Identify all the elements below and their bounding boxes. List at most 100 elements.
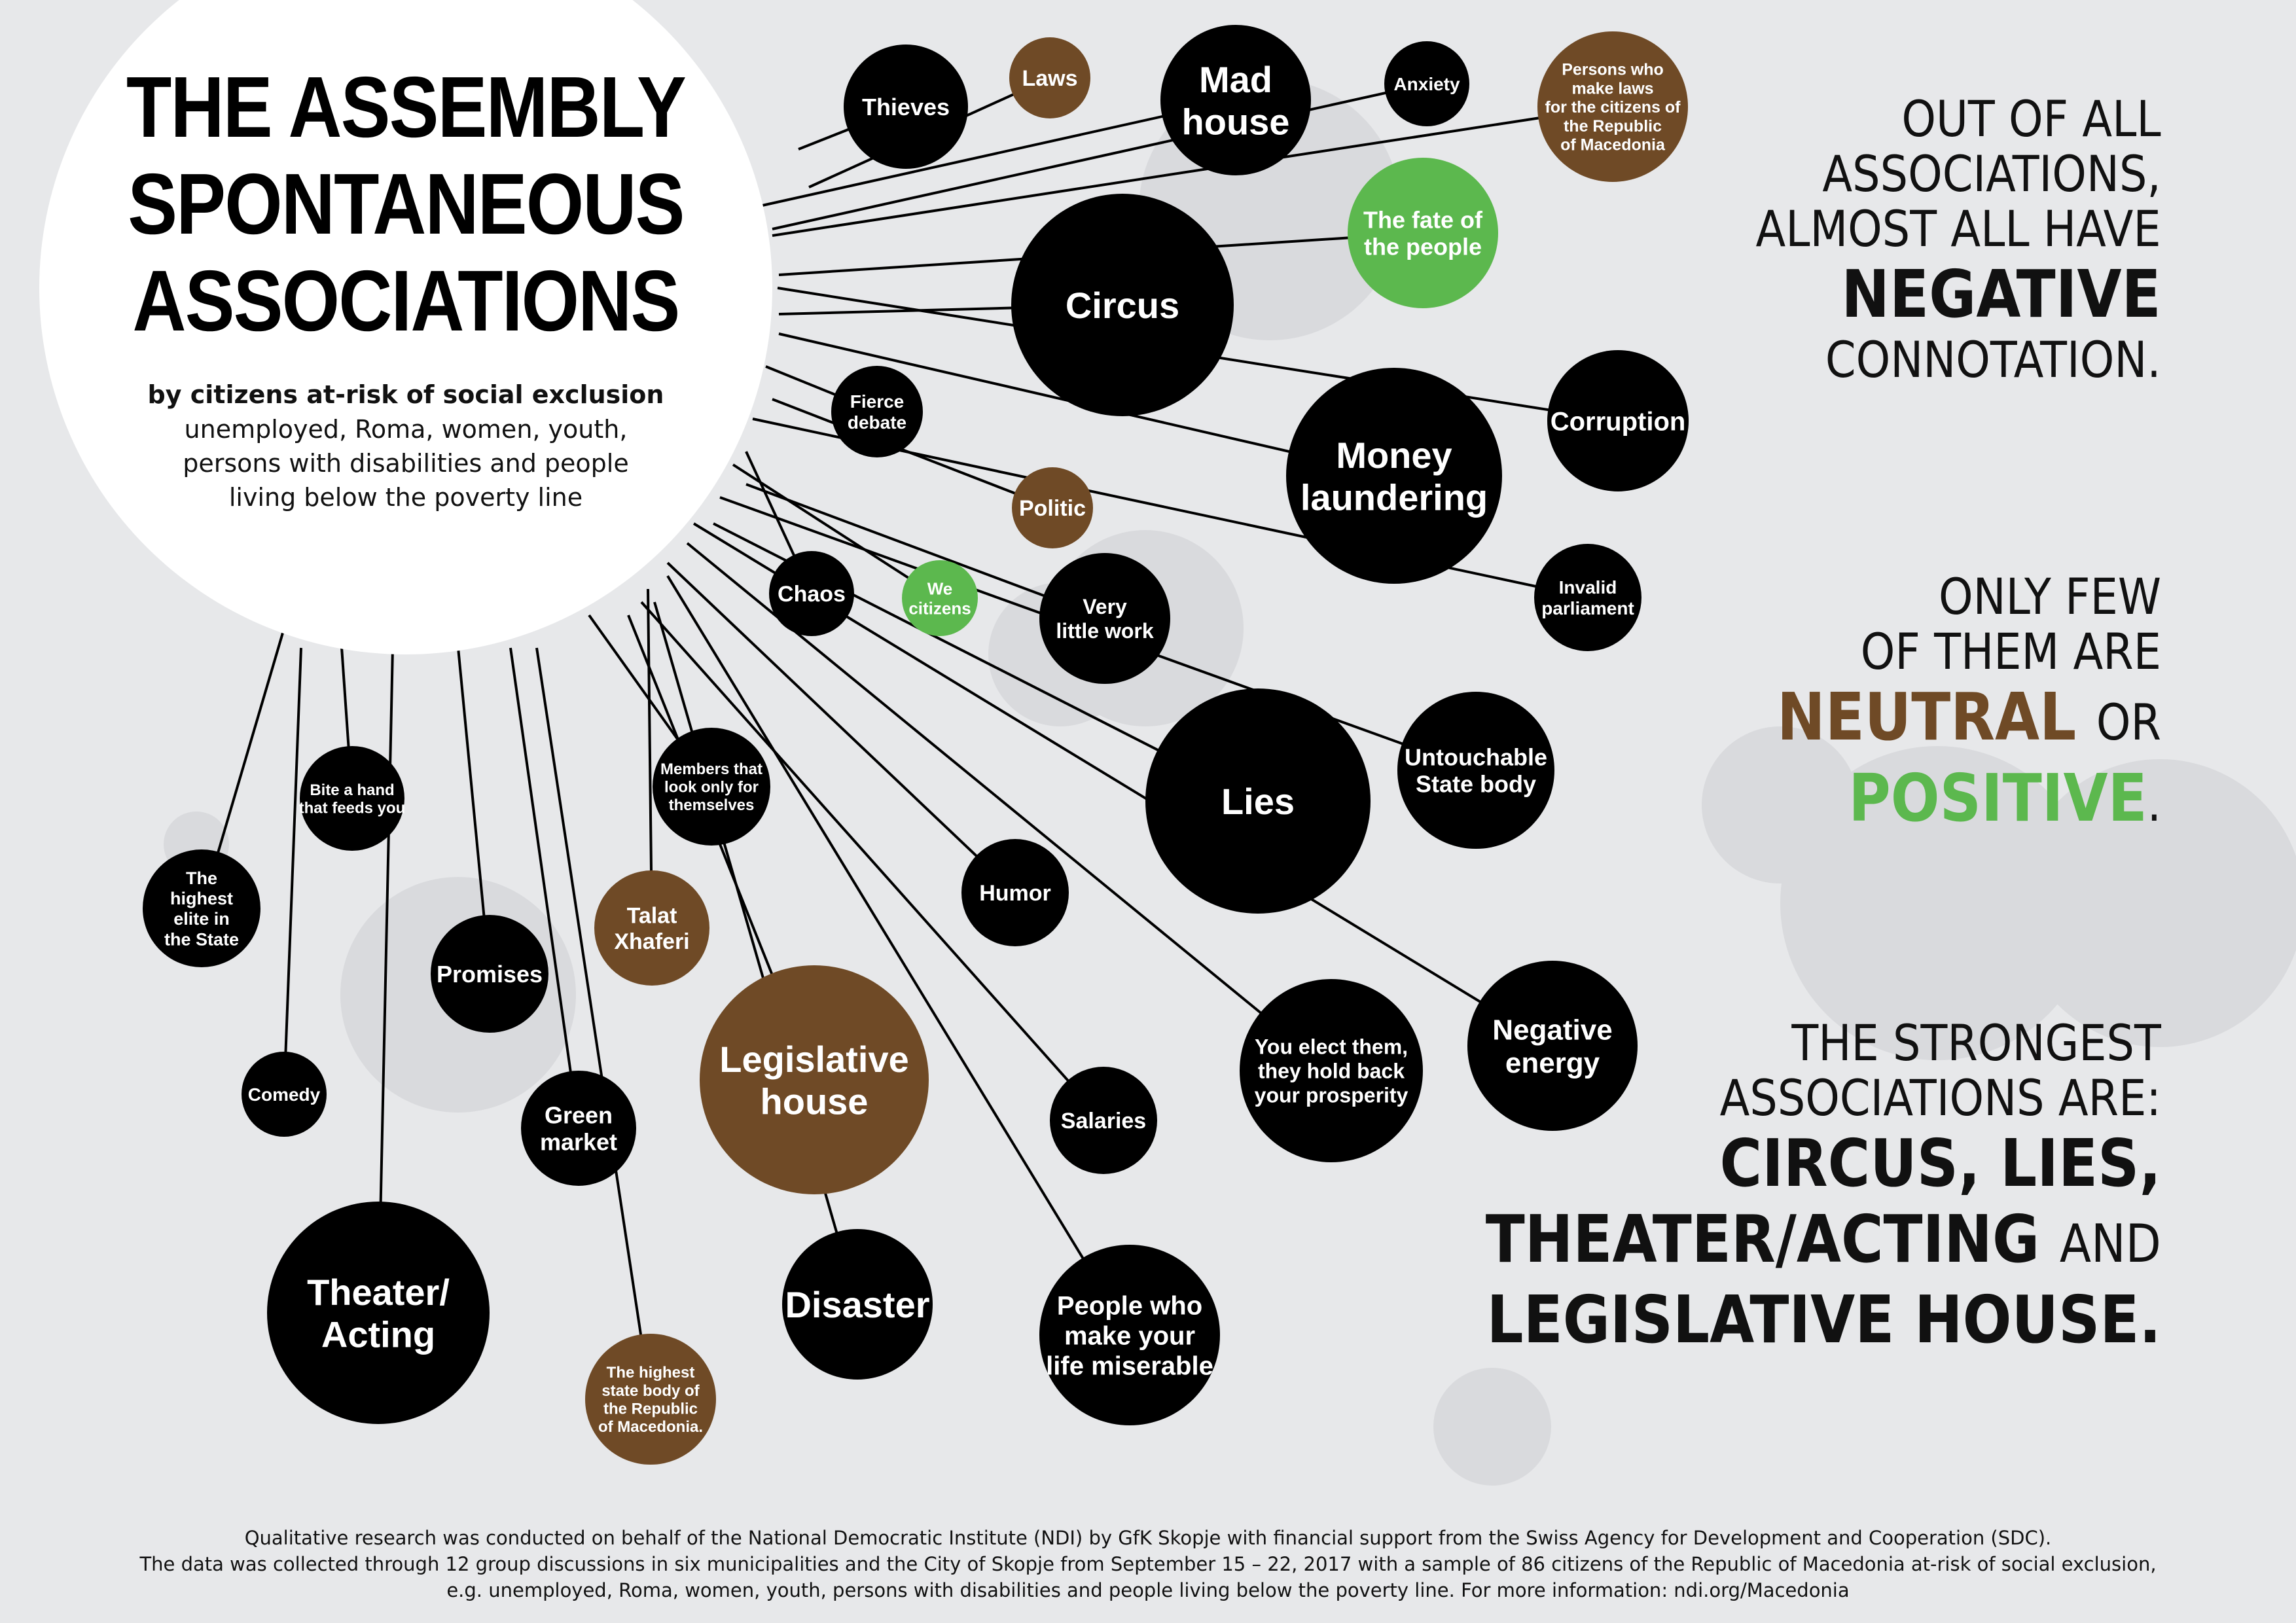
association-label-line: debate <box>848 412 906 433</box>
association-bubble: Comedy <box>242 1052 327 1137</box>
association-bubble: Chaos <box>769 551 854 636</box>
association-label-line: of Macedonia. <box>598 1418 703 1436</box>
association-label-line: We <box>927 579 953 598</box>
title-line: THE ASSEMBLY <box>126 59 687 155</box>
subtitle-line: persons with disabilities and people <box>183 449 629 478</box>
summary-line: OF THEM ARE <box>1860 622 2161 681</box>
association-label-line: The fate of <box>1363 206 1483 233</box>
association-circle <box>1145 688 1371 914</box>
or-word: OR <box>2096 693 2161 751</box>
association-label: Disaster <box>785 1284 929 1325</box>
association-label-line: life miserable <box>1046 1351 1213 1380</box>
association-label-line: Lies <box>1221 781 1295 822</box>
association-label-line: the people <box>1364 234 1482 260</box>
association-bubble: Anxiety <box>1384 41 1469 126</box>
association-label-line: Negative <box>1492 1014 1612 1046</box>
and-word: AND <box>2059 1213 2161 1274</box>
association-circle <box>585 1334 716 1465</box>
association-bubble: Lies <box>1145 688 1371 914</box>
association-label-line: energy <box>1505 1047 1600 1079</box>
association-circle <box>902 560 978 636</box>
association-label-line: Anxiety <box>1393 74 1460 94</box>
association-label-line: Members that <box>660 760 762 778</box>
footer-line: e.g. unemployed, Roma, women, youth, per… <box>446 1579 1850 1601</box>
decor-circle <box>1780 746 2094 1060</box>
neutral-highlight: NEUTRAL <box>1777 679 2077 755</box>
association-label-line: house <box>1182 101 1290 142</box>
association-label: Politic <box>1019 496 1086 521</box>
association-label-line: elite in <box>173 909 230 929</box>
association-label-line: market <box>540 1129 617 1156</box>
positive-line: POSITIVE. <box>1777 760 2161 842</box>
summary-neutral-positive: ONLY FEW OF THEM ARE NEUTRAL OR POSITIVE… <box>1725 569 2161 842</box>
association-circle <box>521 1071 636 1186</box>
association-label-line: highest <box>170 889 233 908</box>
association-label-line: People who <box>1057 1291 1202 1320</box>
association-label-line: make your <box>1064 1321 1195 1350</box>
association-circle <box>653 728 770 846</box>
association-label-line: little work <box>1056 619 1154 643</box>
association-circle <box>961 839 1069 946</box>
connector-line <box>772 82 1427 230</box>
page-title: THE ASSEMBLY SPONTANEOUS ASSOCIATIONS <box>57 59 755 349</box>
association-label-line: Green <box>545 1101 613 1128</box>
association-label-line: Thieves <box>862 94 950 120</box>
association-label-line: they hold back <box>1258 1060 1405 1083</box>
footer-note: Qualitative research was conducted on be… <box>0 1525 2296 1603</box>
association-circle <box>831 366 923 457</box>
association-circle <box>1039 1245 1220 1425</box>
association-label-line: that feeds you <box>299 799 406 817</box>
title-line: SPONTANEOUS <box>128 156 685 252</box>
association-label-line: your prosperity <box>1255 1083 1408 1107</box>
association-bubble: Laws <box>1009 37 1090 118</box>
association-label: Theater/Acting <box>307 1272 450 1355</box>
association-label-line: Politic <box>1019 496 1086 521</box>
association-label-line: Humor <box>979 881 1051 906</box>
decor-circle <box>2016 759 2296 1047</box>
summary-line: OUT OF ALL <box>1901 90 2161 148</box>
association-label-line: Untouchable <box>1405 743 1547 770</box>
strongest-line: CIRCUS, LIES, <box>1719 1125 2161 1202</box>
association-label-line: the Republic <box>603 1400 698 1418</box>
central-circle <box>39 0 772 654</box>
association-circle <box>1537 31 1688 182</box>
association-bubble: Politic <box>1012 467 1093 548</box>
association-label: Humor <box>979 881 1051 906</box>
association-label: Circus <box>1066 285 1179 326</box>
summary-line: THE STRONGEST <box>1791 1014 2161 1072</box>
association-label-line: laundering <box>1300 476 1488 518</box>
association-circle <box>700 965 929 1194</box>
association-circle <box>1348 158 1498 308</box>
association-circle <box>844 45 968 169</box>
strongest-line: LEGISLATIVE HOUSE. <box>1486 1281 2161 1358</box>
association-label-line: Acting <box>321 1313 435 1355</box>
association-label: Laws <box>1022 66 1077 91</box>
association-label-line: Laws <box>1022 66 1077 91</box>
association-label-line: Circus <box>1066 285 1179 326</box>
connector-line <box>283 647 302 1095</box>
association-label-line: The highest <box>607 1364 695 1382</box>
association-circle <box>431 915 548 1033</box>
association-label-line: citizens <box>908 598 971 618</box>
